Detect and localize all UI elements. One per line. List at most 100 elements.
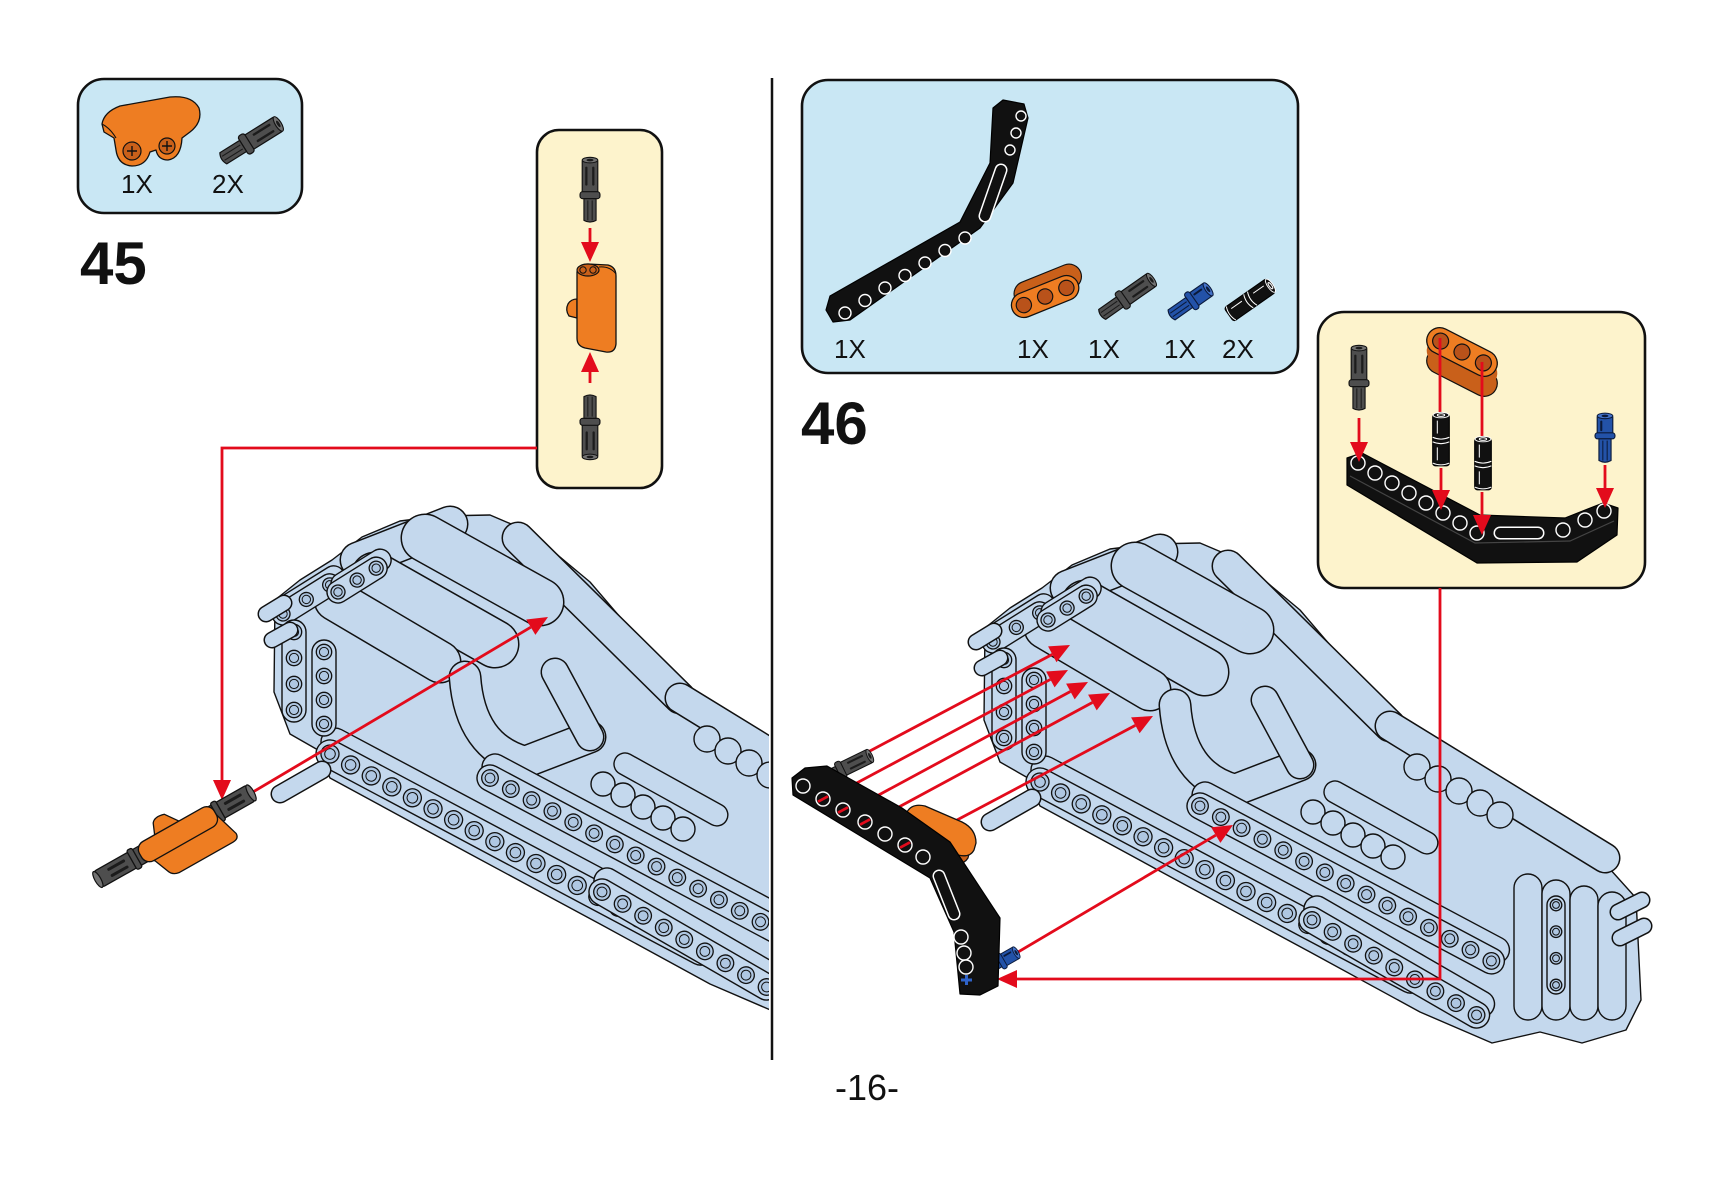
beam-edge — [1349, 475, 1615, 544]
beam-hole-inner — [1240, 885, 1252, 898]
beam-hole — [958, 959, 974, 975]
beam-hole — [1323, 922, 1342, 941]
pin-slot — [223, 793, 242, 805]
technic-beam — [1186, 781, 1511, 975]
beam-hole-inner — [1552, 954, 1560, 963]
parts-qty-45-orange-panel: 1X — [121, 169, 153, 199]
beam-hole — [1274, 841, 1293, 860]
arrow-head — [581, 242, 599, 262]
round-stud — [1403, 753, 1431, 781]
round-bush — [1300, 799, 1326, 825]
beam-hole — [1482, 951, 1501, 970]
technic-beam — [981, 593, 1056, 654]
beam-hole — [1467, 1006, 1486, 1024]
arrow-line — [1017, 588, 1442, 981]
beam-side-face — [1569, 885, 1599, 1021]
beam-holes — [1350, 455, 1612, 541]
arrow-line — [220, 446, 537, 780]
red-dash — [837, 806, 849, 814]
beam-hole — [1549, 925, 1563, 939]
beam-hole — [1453, 343, 1471, 361]
beam-side-face — [1513, 873, 1543, 1021]
beam-holes — [838, 110, 1027, 320]
orange-panel-with-pins — [92, 784, 257, 889]
callout-46-arrows — [1350, 418, 1614, 535]
red-arrow — [896, 693, 1110, 810]
beam-hole — [1015, 110, 1027, 122]
round-stud — [1445, 777, 1473, 805]
beam-hole-inner — [1465, 944, 1476, 956]
beam-hole — [1315, 863, 1334, 882]
beam-hole — [1078, 588, 1094, 604]
beam-hole — [1133, 827, 1153, 847]
red-arrow — [852, 670, 1068, 787]
beam-hole-inner — [1054, 787, 1067, 799]
step-46-arrows — [852, 588, 1442, 988]
technic-beam — [1546, 895, 1566, 995]
technic-beam — [1036, 576, 1102, 632]
beam-hole — [1378, 896, 1397, 915]
arrow-head — [1046, 670, 1068, 688]
parts-qty-46-bent-beam: 1X — [834, 334, 866, 364]
red-dash — [899, 841, 911, 849]
panel-tube — [137, 806, 219, 863]
beam-hole-inner — [1485, 955, 1497, 967]
round-bush — [1360, 833, 1386, 859]
pin-stub — [1611, 893, 1649, 919]
beam-hole — [1232, 819, 1251, 838]
arrow-head — [1088, 693, 1110, 711]
beam-hole — [1461, 940, 1480, 959]
beam-hole-inner — [1319, 866, 1331, 878]
beam-hole-inner — [1409, 974, 1421, 985]
beam-hole — [1385, 958, 1404, 977]
beam-hole — [1367, 465, 1383, 481]
beam-hole-inner — [1062, 603, 1072, 613]
beam-slot — [980, 165, 1006, 221]
beam-hole-inner — [1552, 901, 1560, 909]
arrow-line — [867, 653, 1053, 754]
technic-beam — [1597, 891, 1627, 1021]
beam-hole — [958, 231, 972, 245]
beam-hole — [1092, 805, 1112, 825]
beam-hole-inner — [1381, 900, 1393, 911]
pin-stub — [1613, 919, 1651, 945]
beam-hole-inner — [1116, 820, 1129, 832]
beam-hole — [956, 945, 972, 961]
step-number-46: 46 — [801, 390, 868, 457]
arrow-head — [213, 780, 231, 800]
pin-end — [245, 784, 257, 802]
parts-qty-46-gray-pin: 1X — [1088, 334, 1120, 364]
beam-hole — [1364, 946, 1383, 965]
beam-hole — [1440, 929, 1459, 948]
beam-hole — [1025, 743, 1043, 761]
beam-hole-inner — [1277, 844, 1289, 856]
beam-hole — [1008, 619, 1024, 636]
red-arrow — [997, 588, 1442, 988]
beam-hole — [877, 826, 893, 842]
beam-hole — [1384, 475, 1400, 491]
beam-hole — [795, 778, 811, 794]
beam-hole-inner — [1075, 798, 1088, 810]
beam-hole — [1419, 918, 1438, 937]
red-arrow — [581, 352, 599, 383]
beam-hole — [918, 256, 932, 270]
beam-hole — [1357, 885, 1376, 904]
frame-bar — [1376, 712, 1619, 872]
beam-hole — [915, 849, 931, 865]
beam-hole-inner — [1257, 833, 1268, 845]
beam-hole — [1426, 982, 1445, 1001]
frame-bar — [1213, 551, 1405, 741]
beam-hole — [1549, 951, 1563, 965]
parts-qty-45-gray-pin: 2X — [212, 169, 244, 199]
beam-hole-inner — [1388, 962, 1400, 973]
beam-side-face — [1597, 891, 1627, 1021]
beam-hole — [938, 243, 952, 258]
red-guide-dashes — [817, 795, 911, 849]
beam-hole — [898, 268, 912, 283]
beam-hole — [1418, 495, 1434, 511]
axle-cross-blue — [961, 975, 972, 985]
red-arrow — [252, 617, 548, 794]
beam-hole — [1295, 852, 1314, 871]
beam-side-face — [1546, 895, 1566, 995]
